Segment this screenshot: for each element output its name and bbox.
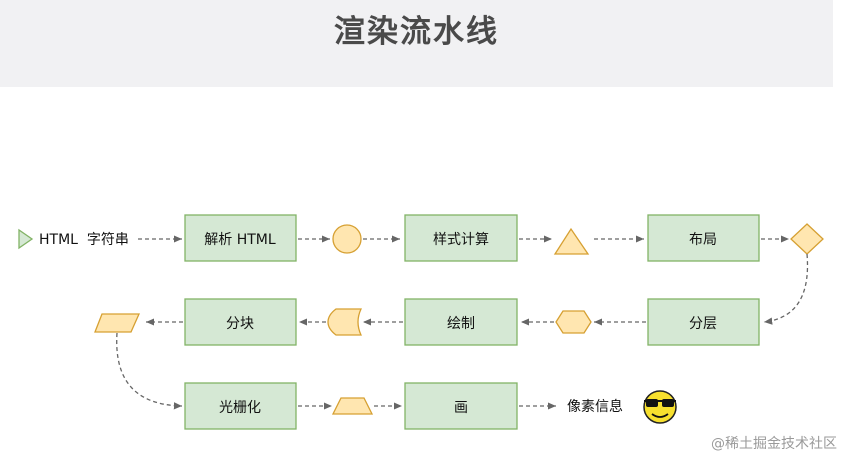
output-label: 像素信息: [567, 398, 623, 415]
cool-sunglasses-emoji-icon: [643, 390, 677, 424]
bitmap-trapezoid: [331, 397, 374, 415]
input-label: HTML 字符串: [39, 232, 129, 248]
svg-text:分层: 分层: [689, 316, 717, 332]
computed-style-triangle: [553, 227, 590, 255]
layer-tree-hexagon: [555, 310, 592, 334]
arrow-tiles-to-raster: [116, 332, 183, 410]
step-raster: 光栅化: [184, 382, 297, 430]
svg-text:分块: 分块: [226, 316, 254, 332]
svg-text:光栅化: 光栅化: [219, 400, 261, 416]
svg-text:布局: 布局: [689, 232, 717, 248]
svg-text:解析 HTML: 解析 HTML: [204, 232, 276, 248]
svg-text:样式计算: 样式计算: [433, 232, 489, 248]
dom-tree-circle: [332, 224, 362, 254]
step-layer: 分层: [647, 298, 760, 346]
step-tile: 分块: [184, 298, 297, 346]
svg-text:绘制: 绘制: [447, 316, 475, 332]
step-draw: 画: [404, 382, 518, 430]
title-banner: 渲染流水线: [0, 0, 833, 87]
tiles-parallelogram: [94, 313, 141, 333]
step-paint: 绘制: [404, 298, 518, 346]
step-style-calc: 样式计算: [404, 214, 518, 262]
start-play-icon: [18, 228, 34, 250]
step-layout: 布局: [647, 214, 760, 262]
svg-text:画: 画: [454, 400, 468, 416]
watermark: @稀土掘金技术社区: [711, 436, 837, 452]
page-title: 渲染流水线: [334, 14, 499, 50]
layout-tree-diamond: [790, 223, 824, 255]
step-parse-html: 解析 HTML: [184, 214, 297, 262]
paint-list-shape: [327, 308, 363, 336]
arrow-layout-tree-to-layer: [763, 253, 809, 325]
